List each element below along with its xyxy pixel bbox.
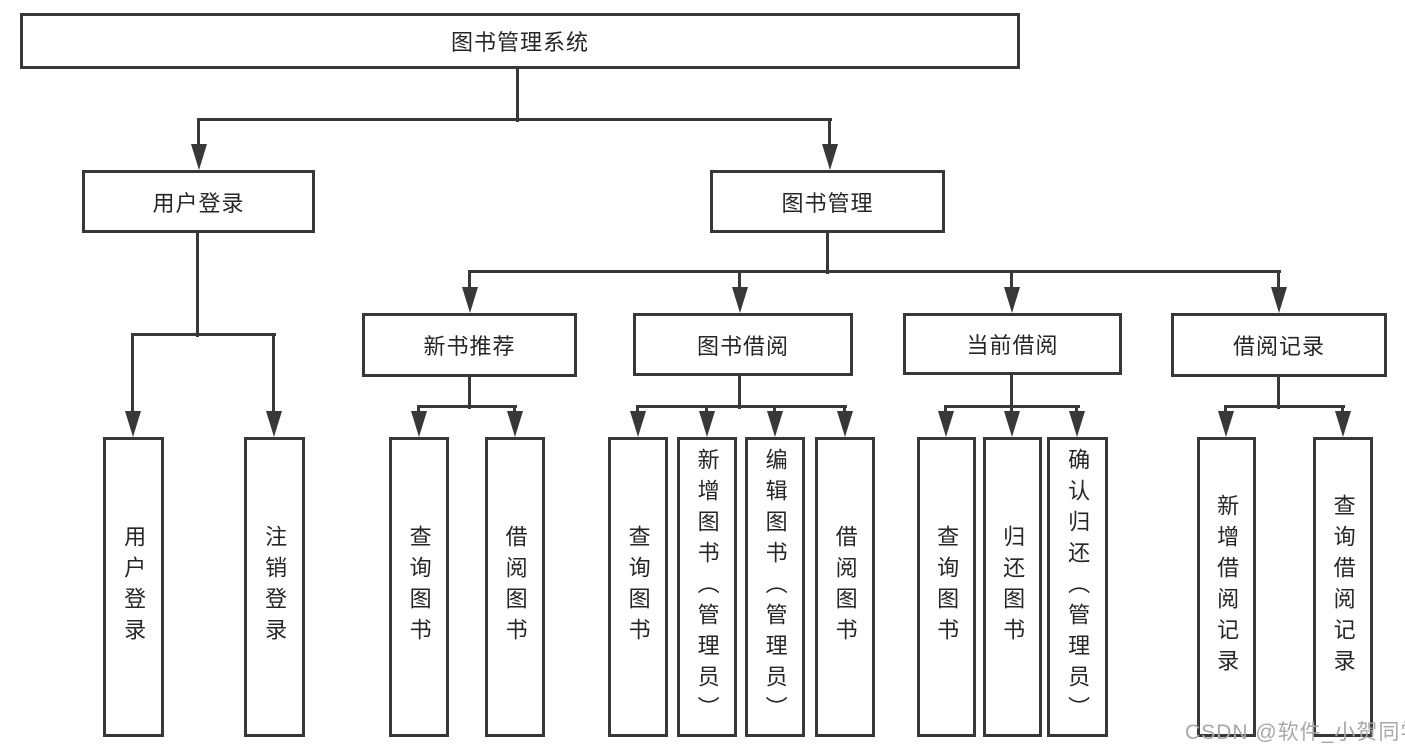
connector-line [131,333,276,336]
arrow-down-icon [507,411,523,437]
connector-line [197,118,832,121]
leaf-logout: 注销登录 [244,437,305,737]
connector-line [944,405,1080,408]
arrow-down-icon [630,411,646,437]
node-borrow-records: 借阅记录 [1171,313,1387,377]
leaf-borrow-books-recommend-label: 借阅图书 [502,525,528,649]
node-book-borrow: 图书借阅 [633,313,853,376]
node-library-system: 图书管理系统 [20,13,1020,69]
leaf-query-books-borrow-label: 查询图书 [625,525,651,649]
arrow-down-icon [1069,411,1085,437]
arrow-down-icon [822,144,838,170]
arrow-down-icon [1004,287,1020,313]
arrow-down-icon [699,411,715,437]
leaf-borrow-books-recommend: 借阅图书 [485,437,545,737]
node-book-borrow-label: 图书借阅 [696,333,789,359]
connector-line [738,376,741,409]
node-current-borrow: 当前借阅 [903,313,1122,375]
leaf-add-books-admin: 新增图书（管理员） [677,437,737,737]
connector-line [826,233,829,274]
leaf-logout-label: 注销登录 [262,525,288,649]
connector-line [468,272,471,294]
connector-line [196,233,199,337]
node-new-book-recommend: 新书推荐 [362,313,577,377]
arrow-down-icon [938,411,954,437]
node-current-borrow-label: 当前借阅 [966,333,1059,358]
connector-line [1224,405,1345,408]
connector-line [197,120,200,152]
connector-line [131,335,134,416]
leaf-edit-books-admin-label: 编辑图书（管理员） [762,447,788,727]
connector-line [738,272,741,294]
connector-line [636,405,847,408]
node-borrow-records-label: 借阅记录 [1232,334,1325,359]
leaf-edit-books-admin: 编辑图书（管理员） [745,437,805,737]
arrow-down-icon [1004,411,1020,437]
connector-line [272,335,275,416]
arrow-down-icon [411,411,427,437]
connector-line [1277,272,1280,294]
arrow-down-icon [767,411,783,437]
node-user-login: 用户登录 [82,170,315,233]
arrow-down-icon [266,411,282,437]
arrow-down-icon [191,144,207,170]
connector-line [828,120,831,152]
csdn-watermark: CSDN @软件_小贺同学 [1185,721,1405,744]
leaf-query-borrow-record-label: 查询借阅记录 [1330,494,1356,680]
connector-line [1010,272,1013,294]
node-book-management-label: 图书管理 [781,190,874,216]
leaf-confirm-return-admin: 确认归还（管理员） [1047,437,1108,737]
leaf-query-books-borrow: 查询图书 [608,437,668,737]
leaf-confirm-return-admin-label: 确认归还（管理员） [1065,447,1091,727]
arrow-down-icon [125,411,141,437]
arrow-down-icon [1271,287,1287,313]
leaf-return-books-label: 归还图书 [1000,525,1026,649]
connector-line [1010,374,1013,409]
leaf-query-books-current: 查询图书 [917,437,976,737]
leaf-add-borrow-record-label: 新增借阅记录 [1214,494,1240,680]
arrow-down-icon [1335,411,1351,437]
leaf-query-books-recommend: 查询图书 [389,437,449,737]
leaf-user-login-label: 用户登录 [121,525,147,649]
leaf-query-books-recommend-label: 查询图书 [406,525,432,649]
connector-line [468,270,1281,273]
leaf-query-books-current-label: 查询图书 [934,525,960,649]
leaf-add-books-admin-label: 新增图书（管理员） [694,447,720,727]
arrow-down-icon [1218,411,1234,437]
connector-line [468,376,471,409]
leaf-query-borrow-record: 查询借阅记录 [1313,437,1373,737]
node-user-login-label: 用户登录 [152,190,245,216]
node-book-management: 图书管理 [710,170,945,233]
leaf-borrow-books: 借阅图书 [815,437,875,737]
arrow-down-icon [837,411,853,437]
leaf-borrow-books-label: 借阅图书 [832,525,858,649]
connector-line [516,69,519,122]
arrow-down-icon [732,287,748,313]
arrow-down-icon [462,287,478,313]
node-library-system-label: 图书管理系统 [450,30,589,55]
leaf-user-login: 用户登录 [103,437,164,737]
leaf-add-borrow-record: 新增借阅记录 [1197,437,1256,737]
leaf-return-books: 归还图书 [983,437,1042,737]
connector-line [417,405,517,408]
node-new-book-recommend-label: 新书推荐 [423,334,516,359]
connector-line [1277,376,1280,409]
